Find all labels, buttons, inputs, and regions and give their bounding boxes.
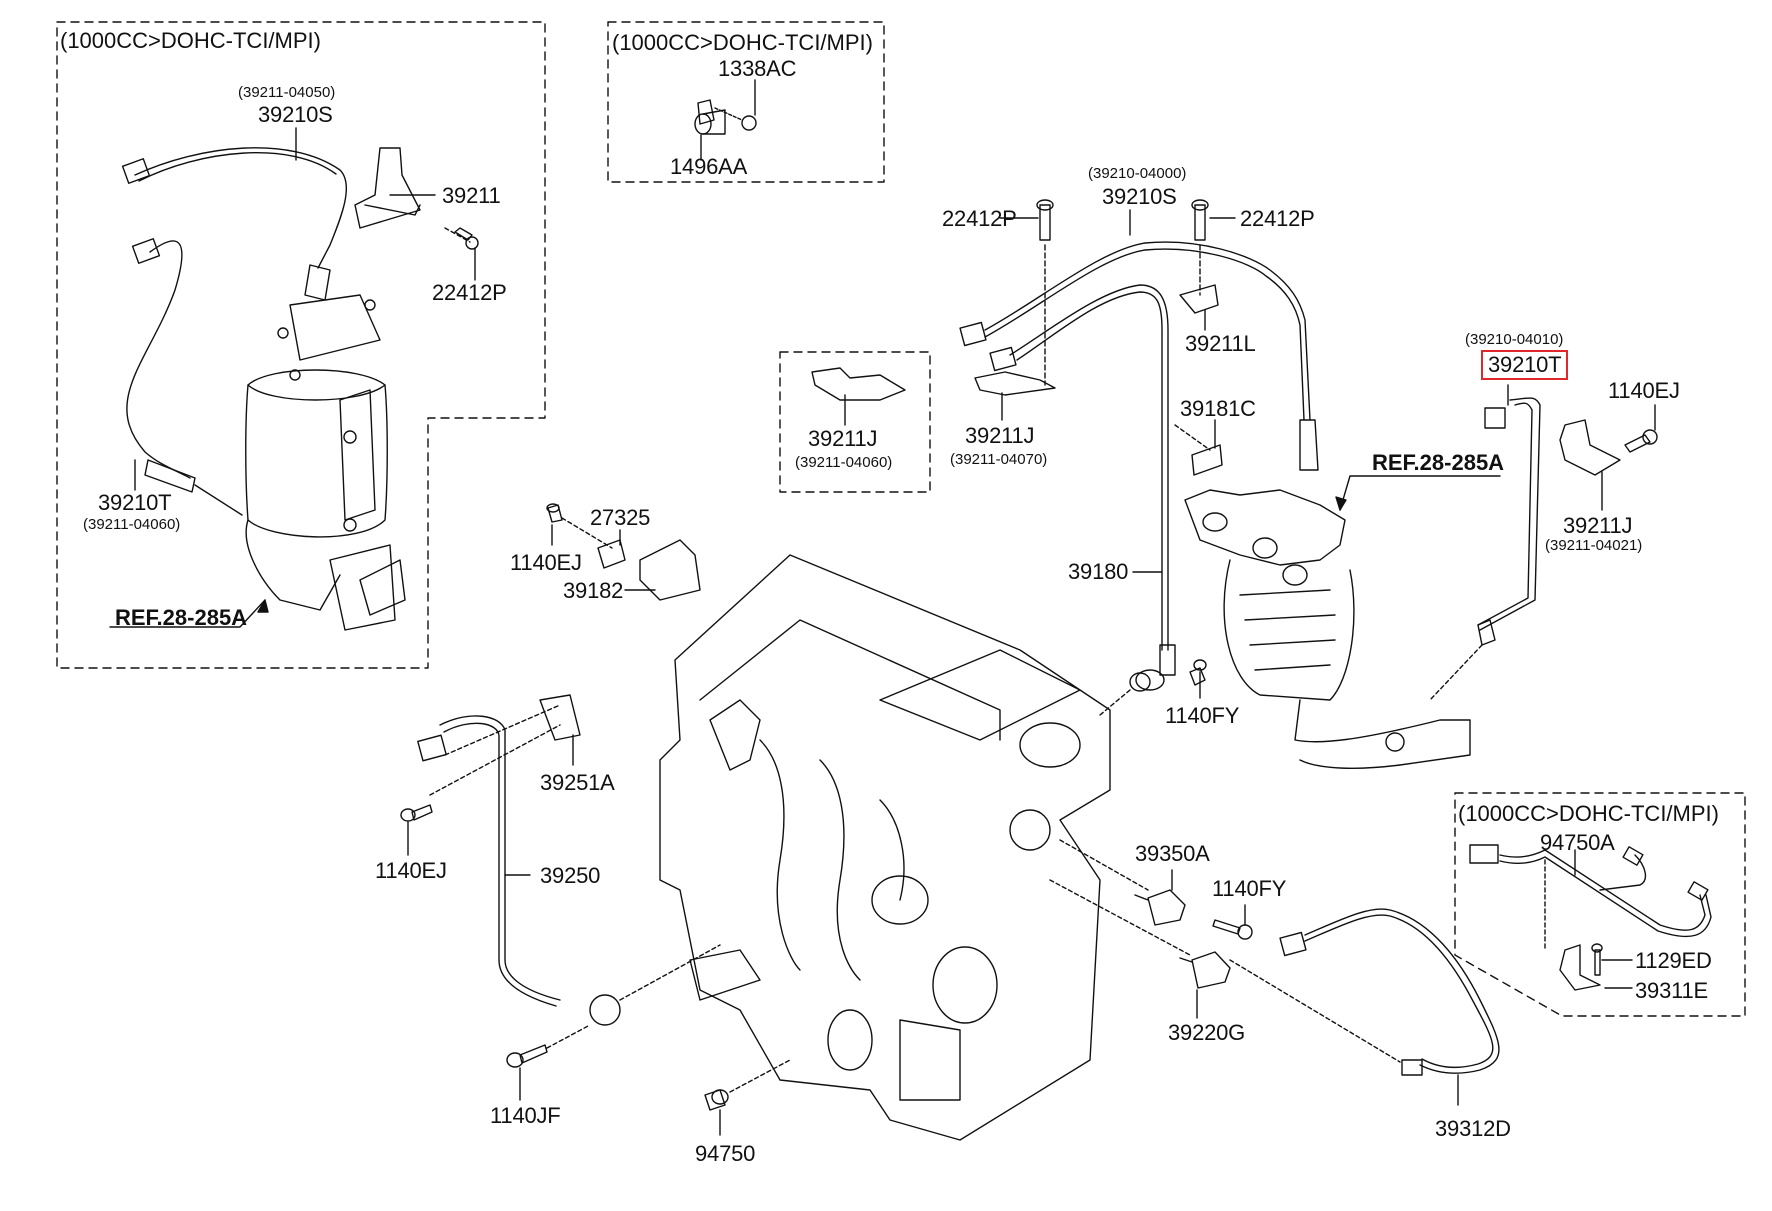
part-39210S-left-subcode[interactable]: (39211-04050) xyxy=(238,84,336,101)
part-39181C[interactable]: 39181C xyxy=(1180,396,1256,421)
bolt-1129ED-icon xyxy=(1591,943,1603,976)
part-1140FY-upper[interactable]: 1140FY xyxy=(1165,703,1240,728)
part-39210T-right-subcode[interactable]: (39210-04010) xyxy=(1465,331,1564,348)
bolt-22412P-icon xyxy=(1036,199,1209,386)
oxygen-sensor-39210S-left-icon xyxy=(121,147,348,301)
sensor-27325-icon xyxy=(546,503,701,601)
bracket-39211J-right-icon xyxy=(1559,419,1621,476)
part-1496AA[interactable]: 1496AA xyxy=(670,154,748,179)
part-1129ED[interactable]: 1129ED xyxy=(1635,948,1712,973)
bracket-39211J-boxed-icon xyxy=(811,367,906,401)
oxygen-sensor-39210T-left-icon xyxy=(126,238,243,516)
harness-39312D-icon xyxy=(1229,908,1500,1076)
harness-94750A-icon xyxy=(1469,844,1712,991)
part-27325[interactable]: 27325 xyxy=(590,505,651,530)
part-39220G[interactable]: 39220G xyxy=(1168,1020,1246,1045)
bolt-1140FY-icon xyxy=(1212,919,1253,940)
part-39210T-left-subcode[interactable]: (39211-04060) xyxy=(83,516,181,533)
part-1140JF[interactable]: 1140JF xyxy=(490,1103,561,1128)
part-39350A[interactable]: 39350A xyxy=(1135,841,1210,866)
part-39210S-center-subcode[interactable]: (39210-04000) xyxy=(1088,165,1187,182)
ref-arrow-left xyxy=(109,599,266,628)
bracket-39211L-icon xyxy=(1179,284,1219,314)
part-39210S-left[interactable]: 39210S xyxy=(258,102,333,127)
bolt-1140JF-icon xyxy=(506,1024,591,1068)
group-label-2: (1000CC>DOHC-TCI/MPI) xyxy=(612,30,873,55)
part-22412P-center-left[interactable]: 22412P xyxy=(942,206,1017,231)
group-box-3 xyxy=(1454,792,1746,1017)
part-39250[interactable]: 39250 xyxy=(540,863,601,888)
part-1140EJ-mid[interactable]: 1140EJ xyxy=(510,550,582,575)
part-1338AC[interactable]: 1338AC xyxy=(718,56,797,81)
knock-sensor-39250-icon xyxy=(417,694,721,1026)
part-39211J-center[interactable]: 39211J xyxy=(965,423,1035,448)
bracket-39181C-icon xyxy=(1191,444,1223,476)
sensor-39220G-icon xyxy=(1049,879,1231,989)
engine-block-icon xyxy=(659,554,1111,1141)
part-94750[interactable]: 94750 xyxy=(695,1141,756,1166)
catalytic-converter-left-icon xyxy=(245,294,406,631)
oxygen-sensor-39210S-center-icon xyxy=(959,241,1319,691)
ref-arrow-right xyxy=(1339,475,1501,511)
part-1140EJ-right[interactable]: 1140EJ xyxy=(1608,378,1680,403)
sensor-39180-icon xyxy=(1099,659,1207,716)
part-39210T-right-highlighted[interactable]: 39210T xyxy=(1480,350,1569,380)
bracket-39211J-center-icon xyxy=(974,371,1056,396)
part-39211L[interactable]: 39211L xyxy=(1185,331,1256,356)
part-39312D[interactable]: 39312D xyxy=(1435,1116,1511,1141)
group-box-2 xyxy=(607,21,885,183)
group-label-1: (1000CC>DOHC-TCI/MPI) xyxy=(60,28,321,53)
ref-link-right[interactable]: REF.28-285A xyxy=(1372,450,1505,475)
group-box-1 xyxy=(56,21,546,669)
part-22412P-center-right[interactable]: 22412P xyxy=(1240,206,1315,231)
part-39251A[interactable]: 39251A xyxy=(540,770,615,795)
part-22412P-left[interactable]: 22412P xyxy=(432,280,507,305)
part-39210S-center[interactable]: 39210S xyxy=(1102,184,1177,209)
switch-94750-icon xyxy=(704,1059,791,1111)
catalytic-converter-right-icon xyxy=(1184,489,1471,769)
part-39182[interactable]: 39182 xyxy=(563,578,624,603)
part-39211J-boxed-subcode[interactable]: (39211-04060) xyxy=(795,454,893,471)
part-39210T-left[interactable]: 39210T xyxy=(98,490,172,515)
sensor-39350A-icon xyxy=(1059,839,1186,926)
group-label-3: (1000CC>DOHC-TCI/MPI) xyxy=(1458,801,1719,826)
part-39211[interactable]: 39211 xyxy=(442,183,501,208)
part-39211J-boxed[interactable]: 39211J xyxy=(808,426,878,451)
clip-1496AA-icon xyxy=(694,99,757,135)
part-39311E[interactable]: 39311E xyxy=(1635,978,1709,1003)
part-39211J-right[interactable]: 39211J xyxy=(1563,513,1633,538)
part-94750A[interactable]: 94750A xyxy=(1540,830,1615,855)
bolt-1140EJ-icon xyxy=(400,804,433,822)
group-box-39211J xyxy=(779,351,931,493)
part-1140EJ-lower[interactable]: 1140EJ xyxy=(375,858,447,883)
part-1140FY-lower[interactable]: 1140FY xyxy=(1212,876,1287,901)
part-39180[interactable]: 39180 xyxy=(1068,559,1129,584)
ref-link-left[interactable]: REF.28-285A xyxy=(115,605,248,630)
oxygen-sensor-39210T-right-icon xyxy=(1429,397,1541,701)
part-39211J-right-subcode[interactable]: (39211-04021) xyxy=(1545,537,1643,554)
part-39211J-center-subcode[interactable]: (39211-04070) xyxy=(950,451,1048,468)
bracket-39211-icon xyxy=(354,147,479,250)
